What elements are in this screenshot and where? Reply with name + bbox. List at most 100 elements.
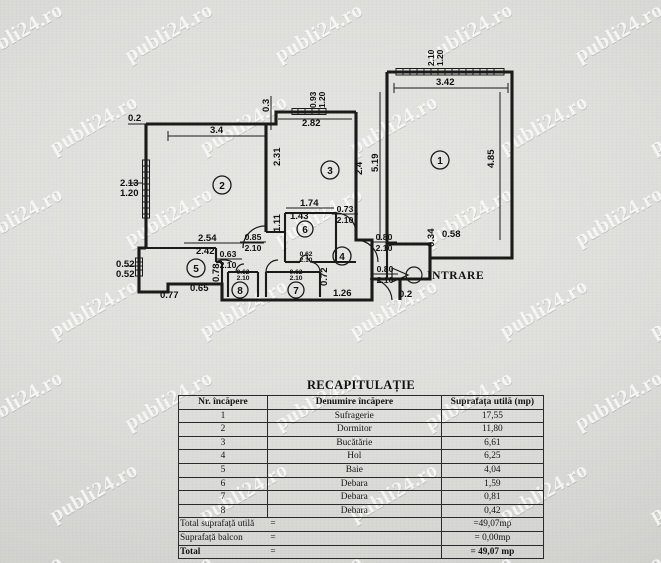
cell-nr: 8 bbox=[178, 503, 268, 519]
cell-name: Sufragerie bbox=[266, 408, 442, 424]
dim-living-top-width: 3.42 bbox=[436, 77, 455, 88]
dim-door-062c-h: 2.10 bbox=[290, 275, 303, 282]
dim-door-073-w: 0.73 bbox=[337, 204, 354, 214]
recapitulation-table: Nr. încăpere Denumire încăpere Suprafața… bbox=[178, 395, 545, 560]
dim-door-080b-h: 2.10 bbox=[377, 275, 394, 285]
svg-text:1: 1 bbox=[437, 156, 443, 167]
svg-text:3: 3 bbox=[327, 166, 333, 177]
cell-area: 1,59 bbox=[440, 476, 545, 492]
summary-row: Total== 49,07 mp bbox=[178, 544, 545, 560]
summary-eq: = bbox=[267, 530, 442, 546]
dim-bedroom-bottom-a: 2.54 bbox=[198, 233, 217, 244]
dim-left-small-a: 0.52 bbox=[116, 259, 135, 270]
dim-right-step-h: 0.58 bbox=[442, 229, 461, 240]
dim-door-062b-h: 2.10 bbox=[237, 275, 250, 282]
cell-nr: 7 bbox=[178, 490, 268, 505]
cell-area: 0,42 bbox=[440, 503, 545, 519]
dim-door-085-h: 2.10 bbox=[245, 243, 262, 253]
entrance-arrow-icon bbox=[391, 266, 423, 284]
summary-row: Total suprafață utilă==49,07mp bbox=[178, 517, 545, 532]
cell-name: Hol bbox=[266, 449, 442, 464]
summary-eq: = bbox=[267, 544, 442, 560]
dim-bottom-right-02: 0.2 bbox=[399, 289, 412, 300]
room-number-6: 6 bbox=[296, 220, 314, 238]
cell-name: Debara bbox=[266, 490, 442, 505]
dim-bedroom-window-h: 1.20 bbox=[120, 188, 139, 199]
dim-living-window-w: 2.10 bbox=[426, 49, 436, 66]
summary-label: Total suprafață utilă bbox=[178, 517, 268, 532]
dim-door-080a-w: 0.80 bbox=[376, 232, 393, 242]
dim-door-063-w: 0.63 bbox=[220, 249, 237, 259]
cell-nr: 4 bbox=[178, 449, 268, 464]
dim-room2-width: 3.4 bbox=[210, 125, 224, 136]
summary-value: = 0,00mp bbox=[440, 530, 545, 546]
dim-hol-bottom: 1.26 bbox=[333, 288, 352, 299]
summary-value: =49,07mp bbox=[440, 517, 545, 532]
dim-door-062-w: 0.62 bbox=[300, 251, 313, 258]
room-number-7: 7 bbox=[287, 281, 305, 299]
svg-text:7: 7 bbox=[293, 286, 299, 297]
dim-door-063-h: 2.10 bbox=[220, 260, 237, 270]
dim-kitchen-window-h: 1.20 bbox=[317, 91, 327, 108]
room-number-4: 4 bbox=[332, 246, 352, 266]
summary-row: Suprafață balcon== 0,00mp bbox=[178, 530, 545, 546]
dim-debara6-mid: 1.43 bbox=[290, 211, 309, 222]
summary-eq: = bbox=[267, 517, 442, 532]
dim-bath-bottom-a: 0.77 bbox=[160, 290, 179, 301]
cell-area: 17,55 bbox=[440, 408, 545, 424]
dim-door-062b-w: 0.62 bbox=[237, 269, 250, 276]
svg-text:2: 2 bbox=[219, 181, 225, 192]
dim-living-left-h: 5.19 bbox=[370, 154, 381, 173]
recapitulation-section: RECAPITULAȚIE Nr. încăpere Denumire încă… bbox=[178, 378, 545, 560]
dim-debara6-left: 1.11 bbox=[272, 213, 283, 232]
summary-label: Total bbox=[178, 544, 268, 560]
room-number-5: 5 bbox=[186, 258, 206, 278]
cell-nr: 2 bbox=[178, 422, 268, 437]
cell-name: Debara bbox=[266, 503, 442, 519]
dim-kitchen-top-width: 2.82 bbox=[302, 118, 321, 129]
dim-door-073-h: 2.10 bbox=[337, 215, 354, 225]
cell-area: 4,04 bbox=[440, 462, 545, 478]
room-number-8: 8 bbox=[231, 281, 249, 299]
summary-value: = 49,07 mp bbox=[440, 544, 545, 560]
dim-top-left-offset: 0.2 bbox=[128, 113, 141, 124]
dim-bath-bottom-b: 0.65 bbox=[190, 283, 209, 294]
header-area: Suprafața utilă (mp) bbox=[440, 395, 545, 410]
dim-door-062c-w: 0.62 bbox=[290, 269, 303, 276]
dim-gap-top: 0.3 bbox=[261, 99, 272, 112]
cell-area: 6,61 bbox=[440, 435, 545, 451]
room-number-2: 2 bbox=[212, 175, 232, 195]
cell-name: Debara bbox=[266, 476, 442, 492]
cell-name: Dormitor bbox=[266, 422, 442, 437]
summary-label: Suprafață balcon bbox=[178, 530, 268, 546]
svg-text:5: 5 bbox=[193, 264, 199, 275]
cell-nr: 1 bbox=[178, 408, 268, 424]
header-name: Denumire încăpere bbox=[266, 395, 442, 410]
cell-name: Baie bbox=[266, 462, 442, 478]
floor-plan: 1 2 3 4 5 6 7 8 0.2 3.4 0.3 0.93 1.20 2.… bbox=[116, 49, 514, 302]
dim-kitchen-left-h: 2.31 bbox=[272, 147, 283, 166]
dim-vert-078: 0.78 bbox=[211, 264, 222, 283]
room-number-1: 1 bbox=[430, 150, 450, 170]
svg-text:8: 8 bbox=[237, 286, 243, 297]
dim-bedroom-bottom-b: 2.42 bbox=[196, 246, 215, 257]
cell-nr: 5 bbox=[178, 462, 268, 478]
dim-debara6-top: 1.74 bbox=[300, 198, 319, 209]
cell-area: 6,25 bbox=[440, 449, 545, 464]
dim-kitchen-inner-h: 2.4 bbox=[354, 161, 365, 175]
cell-nr: 6 bbox=[178, 476, 268, 492]
header-nr: Nr. încăpere bbox=[178, 395, 268, 410]
dim-left-small-b: 0.52 bbox=[116, 269, 135, 280]
entrance-label: INTRARE bbox=[427, 270, 484, 282]
svg-text:6: 6 bbox=[302, 225, 308, 236]
dim-door-062-h: 2.10 bbox=[300, 257, 313, 264]
room-number-3: 3 bbox=[320, 160, 340, 180]
dim-bedroom-window-w: 2.13 bbox=[120, 178, 139, 189]
